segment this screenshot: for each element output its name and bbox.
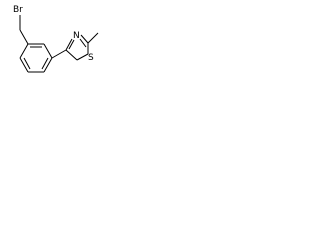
chemical-structure: Br S N bbox=[0, 0, 112, 86]
structure-drawing: Br S N bbox=[13, 5, 99, 73]
bond-methyl bbox=[87, 32, 99, 44]
benzene-ring bbox=[19, 43, 53, 73]
bond-ch2-ring bbox=[19, 29, 29, 45]
bond-ring-thiazole bbox=[51, 49, 67, 59]
bromine-label: Br bbox=[13, 5, 23, 15]
sulfur-label: S bbox=[88, 53, 94, 63]
thiazole-ring bbox=[65, 34, 89, 61]
nitrogen-label: N bbox=[73, 31, 80, 41]
